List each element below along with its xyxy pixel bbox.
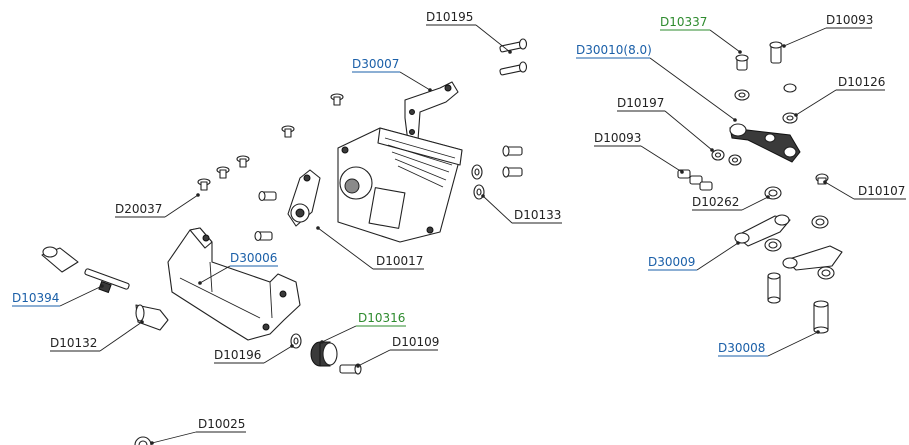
pivot-pin-and-caps <box>41 246 169 331</box>
servo-horn <box>287 169 321 227</box>
servo-arm-bracket <box>404 81 459 143</box>
parts-drawing <box>41 38 843 445</box>
small-screws-servo <box>197 93 344 242</box>
label-D10109: D10109 <box>392 335 439 349</box>
leader-lines <box>50 24 906 444</box>
label-D10394: D10394 <box>12 291 59 305</box>
label-D10195: D10195 <box>426 10 473 24</box>
label-D10107: D10107 <box>858 184 905 198</box>
label-D20037: D20037 <box>115 202 162 216</box>
part-labels: D10195 D30007 D10337 D10093 D30010(8.0) … <box>12 10 905 431</box>
label-D30008: D30008 <box>718 341 765 355</box>
label-D10262: D10262 <box>692 195 739 209</box>
steering-arm-upper <box>729 123 801 163</box>
bearing-stack-bottom <box>290 333 362 375</box>
label-D10133: D10133 <box>514 208 561 222</box>
screws-top-right <box>734 41 798 124</box>
ball-stud <box>815 173 829 185</box>
label-D10316: D10316 <box>358 311 405 325</box>
label-D30006: D30006 <box>230 251 277 265</box>
screw-pair-top <box>499 38 528 76</box>
label-D30009: D30009 <box>648 255 695 269</box>
bearings-mid-right <box>711 149 742 166</box>
washers-right <box>471 145 523 200</box>
label-D10025: D10025 <box>198 417 245 431</box>
steering-posts <box>767 272 829 334</box>
partial-part-bottom <box>134 436 152 445</box>
label-D10093-top: D10093 <box>826 13 873 27</box>
label-D10197: D10197 <box>617 96 664 110</box>
servo-body <box>337 127 463 243</box>
label-D10132: D10132 <box>50 336 97 350</box>
label-D10126: D10126 <box>838 75 885 89</box>
leader-dots <box>100 44 827 445</box>
label-D10337: D10337 <box>660 15 707 29</box>
steering-arms-lower <box>734 214 843 280</box>
label-D10017: D10017 <box>376 254 423 268</box>
label-D10196: D10196 <box>214 348 261 362</box>
label-D30007: D30007 <box>352 57 399 71</box>
servo-mount-frame <box>167 227 301 341</box>
label-D30010: D30010(8.0) <box>576 43 652 57</box>
label-D10093-mid: D10093 <box>594 131 641 145</box>
